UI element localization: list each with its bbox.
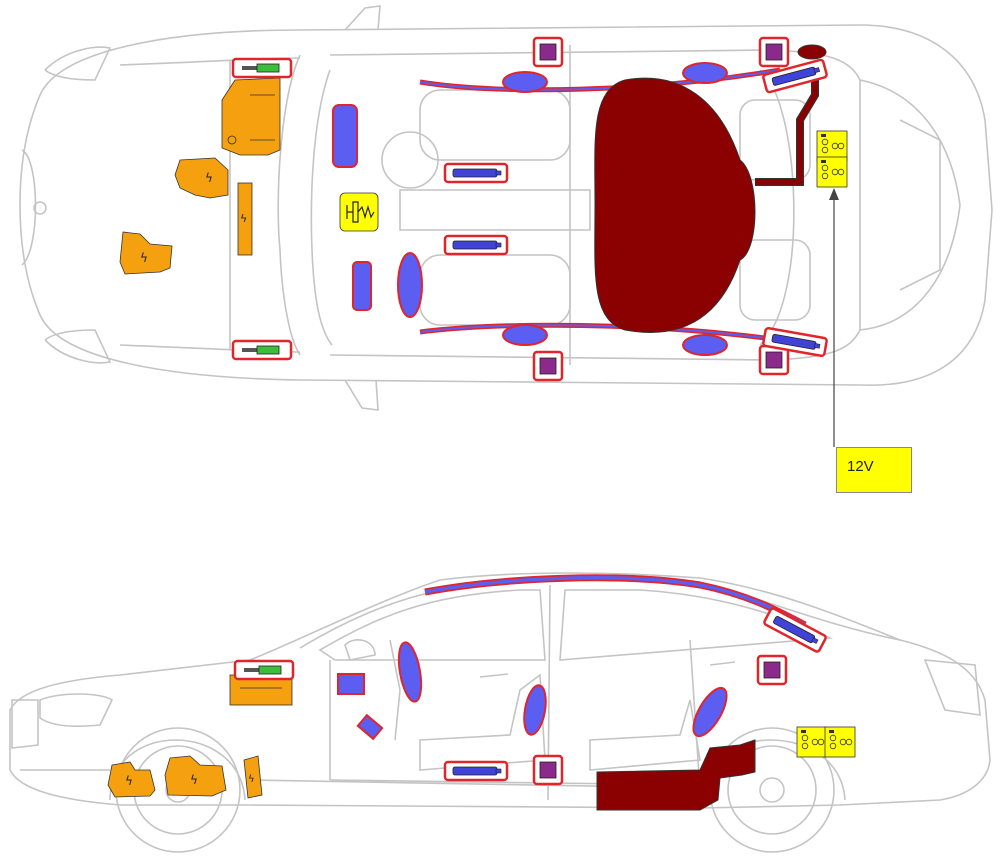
high-voltage-icon: ϟ [205,171,213,185]
top-body-outline [19,24,993,386]
airbag-knee-lower [356,713,384,741]
airbag-side-rear-seat [692,686,728,738]
fuel-tank-body [594,77,756,333]
seatbelt-pretensioner-icon [339,192,379,232]
side-body-outline [9,572,991,809]
top-airbags [332,62,728,356]
inflator-roof-side [762,606,828,654]
top-rear-detail [899,119,941,291]
svg-text:ϟ: ϟ [140,251,148,265]
side-window-front [318,589,546,661]
hv-cable-side [243,755,263,799]
control-module-c-pillar-side [756,654,788,686]
side-steering-wheel [389,639,401,741]
svg-text:ϟ: ϟ [240,212,247,225]
inflator-seat-front-left [443,162,509,184]
hv-cable-top [237,182,253,256]
top-windshield-inner [310,69,333,346]
side-door-handle-rear [709,661,736,666]
airbag-side-front-right [502,324,548,346]
top-curtain-airbags [419,67,781,343]
hv-motor-side-2 [164,755,227,797]
top-seat-front-left [419,89,571,161]
battery-12v-side-1 [796,726,828,758]
side-seat-front [419,673,546,771]
side-airbags [337,641,728,741]
inflator-seat-front-right [443,234,509,256]
top-mirror-right [344,379,379,411]
airbag-side-front-left [502,71,548,93]
side-fuel-tank [596,739,756,811]
top-steering-wheel [381,131,439,189]
top-fuel-tank [594,44,827,333]
side-seat-rear [589,699,701,771]
control-module-b-pillar-side [532,754,564,786]
svg-text:ϟ: ϟ [190,773,198,787]
svg-text:ϟ: ϟ [248,774,255,785]
battery-12v-top-2 [816,156,848,188]
side-grille [11,699,39,749]
airbag-knee-side [337,673,365,695]
side-taillight [923,659,981,716]
airbag-passenger-front [397,252,423,318]
hv-motor-top [119,231,173,275]
top-mirror-left [344,5,381,31]
fuel-filler-cap [797,44,827,60]
top-headlight-right [44,329,112,364]
top-console [399,189,591,231]
control-module-b-pillar-left [532,36,564,68]
top-trunk [859,79,961,331]
control-module-b-pillar-right [532,350,564,382]
airbag-side-rear-right [682,334,728,356]
side-view [9,572,991,853]
top-seat-rear-right [739,239,811,321]
top-rear-window [759,69,795,346]
top-view [19,5,993,411]
battery-12v-label: 12V [836,447,912,493]
top-windshield [277,54,301,356]
top-headlight-left [44,46,112,81]
gas-spring-hood-left [231,57,293,79]
airbag-knee-passenger [352,261,372,311]
battery-12v-side-2 [824,726,856,758]
hv-battery-top [221,77,281,156]
hv-power-electronics-top [174,157,229,199]
svg-text:ϟ: ϟ [125,774,133,788]
inflator-sill-side [443,760,509,782]
side-door-handle-front [479,673,509,678]
airbag-side-front-seat [523,684,547,736]
battery-12v-top-1 [816,130,848,162]
gas-spring-hood-right [231,339,293,361]
top-hv-components: ϟ ϟ ϟ [119,77,281,275]
top-grille [21,149,37,266]
airbag-knee-driver [332,104,358,168]
gas-spring-hood-side [233,659,295,681]
control-module-c-pillar-left [758,36,790,68]
side-rear-door-edge [689,639,701,791]
top-seat-front-right [419,254,571,326]
hv-motor-side-1 [107,761,156,798]
side-mirror [344,639,376,661]
airbag-side-rear-left [682,62,728,84]
side-headlight [39,693,114,727]
airbag-driver-front [397,641,423,703]
side-curtain-airbag [424,574,807,629]
top-star-emblem [33,201,47,215]
